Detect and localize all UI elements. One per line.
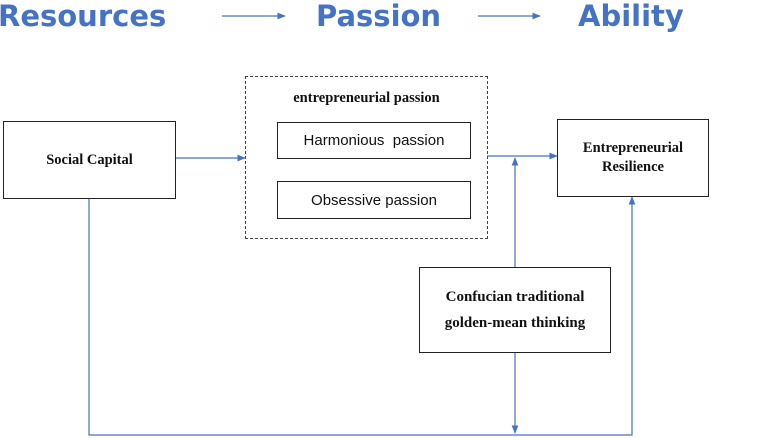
node-harmonious-passion: Harmonious passion <box>277 122 471 159</box>
stage-passion: Passion <box>316 0 442 33</box>
obsessive-label: Obsessive passion <box>311 191 437 209</box>
node-social-capital: Social Capital <box>3 121 176 199</box>
node-confucian-thinking: Confucian traditional golden-mean thinki… <box>419 267 611 353</box>
passion-group-title: entrepreneurial passion <box>293 90 440 106</box>
stage-ability: Ability <box>578 0 684 33</box>
confucian-line-1: Confucian traditional <box>445 289 585 305</box>
node-entrepreneurial-resilience: Entrepreneurial Resilience <box>557 119 709 197</box>
group-entrepreneurial-passion <box>245 76 488 239</box>
social-capital-label: Social Capital <box>46 151 133 168</box>
stage-resources: Resources <box>0 0 167 33</box>
arrow-social-to-resilience <box>88 196 636 436</box>
node-obsessive-passion: Obsessive passion <box>277 181 471 219</box>
resilience-line-2: Resilience <box>601 159 664 175</box>
confucian-line-2: golden-mean thinking <box>444 315 586 331</box>
resilience-line-1: Entrepreneurial <box>582 140 684 156</box>
harmonious-label: Harmonious passion <box>303 132 445 149</box>
